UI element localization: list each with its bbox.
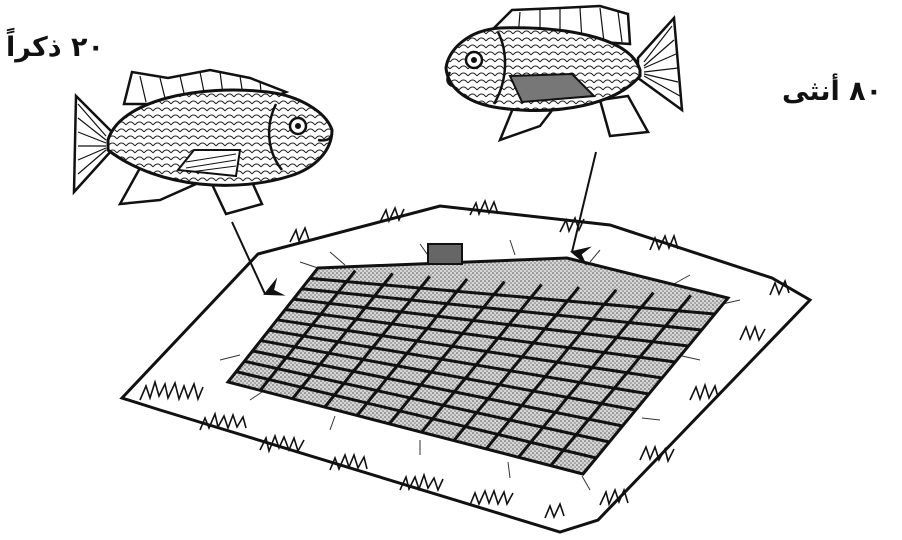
male-count-label: ٢٠ ذكراً	[6, 32, 104, 63]
female-count-label: ٨٠ أنثى	[782, 76, 882, 107]
female-fish-illustration	[446, 6, 682, 140]
pond	[122, 201, 810, 532]
pond-inlet	[428, 244, 462, 264]
male-fish-illustration	[74, 70, 332, 214]
